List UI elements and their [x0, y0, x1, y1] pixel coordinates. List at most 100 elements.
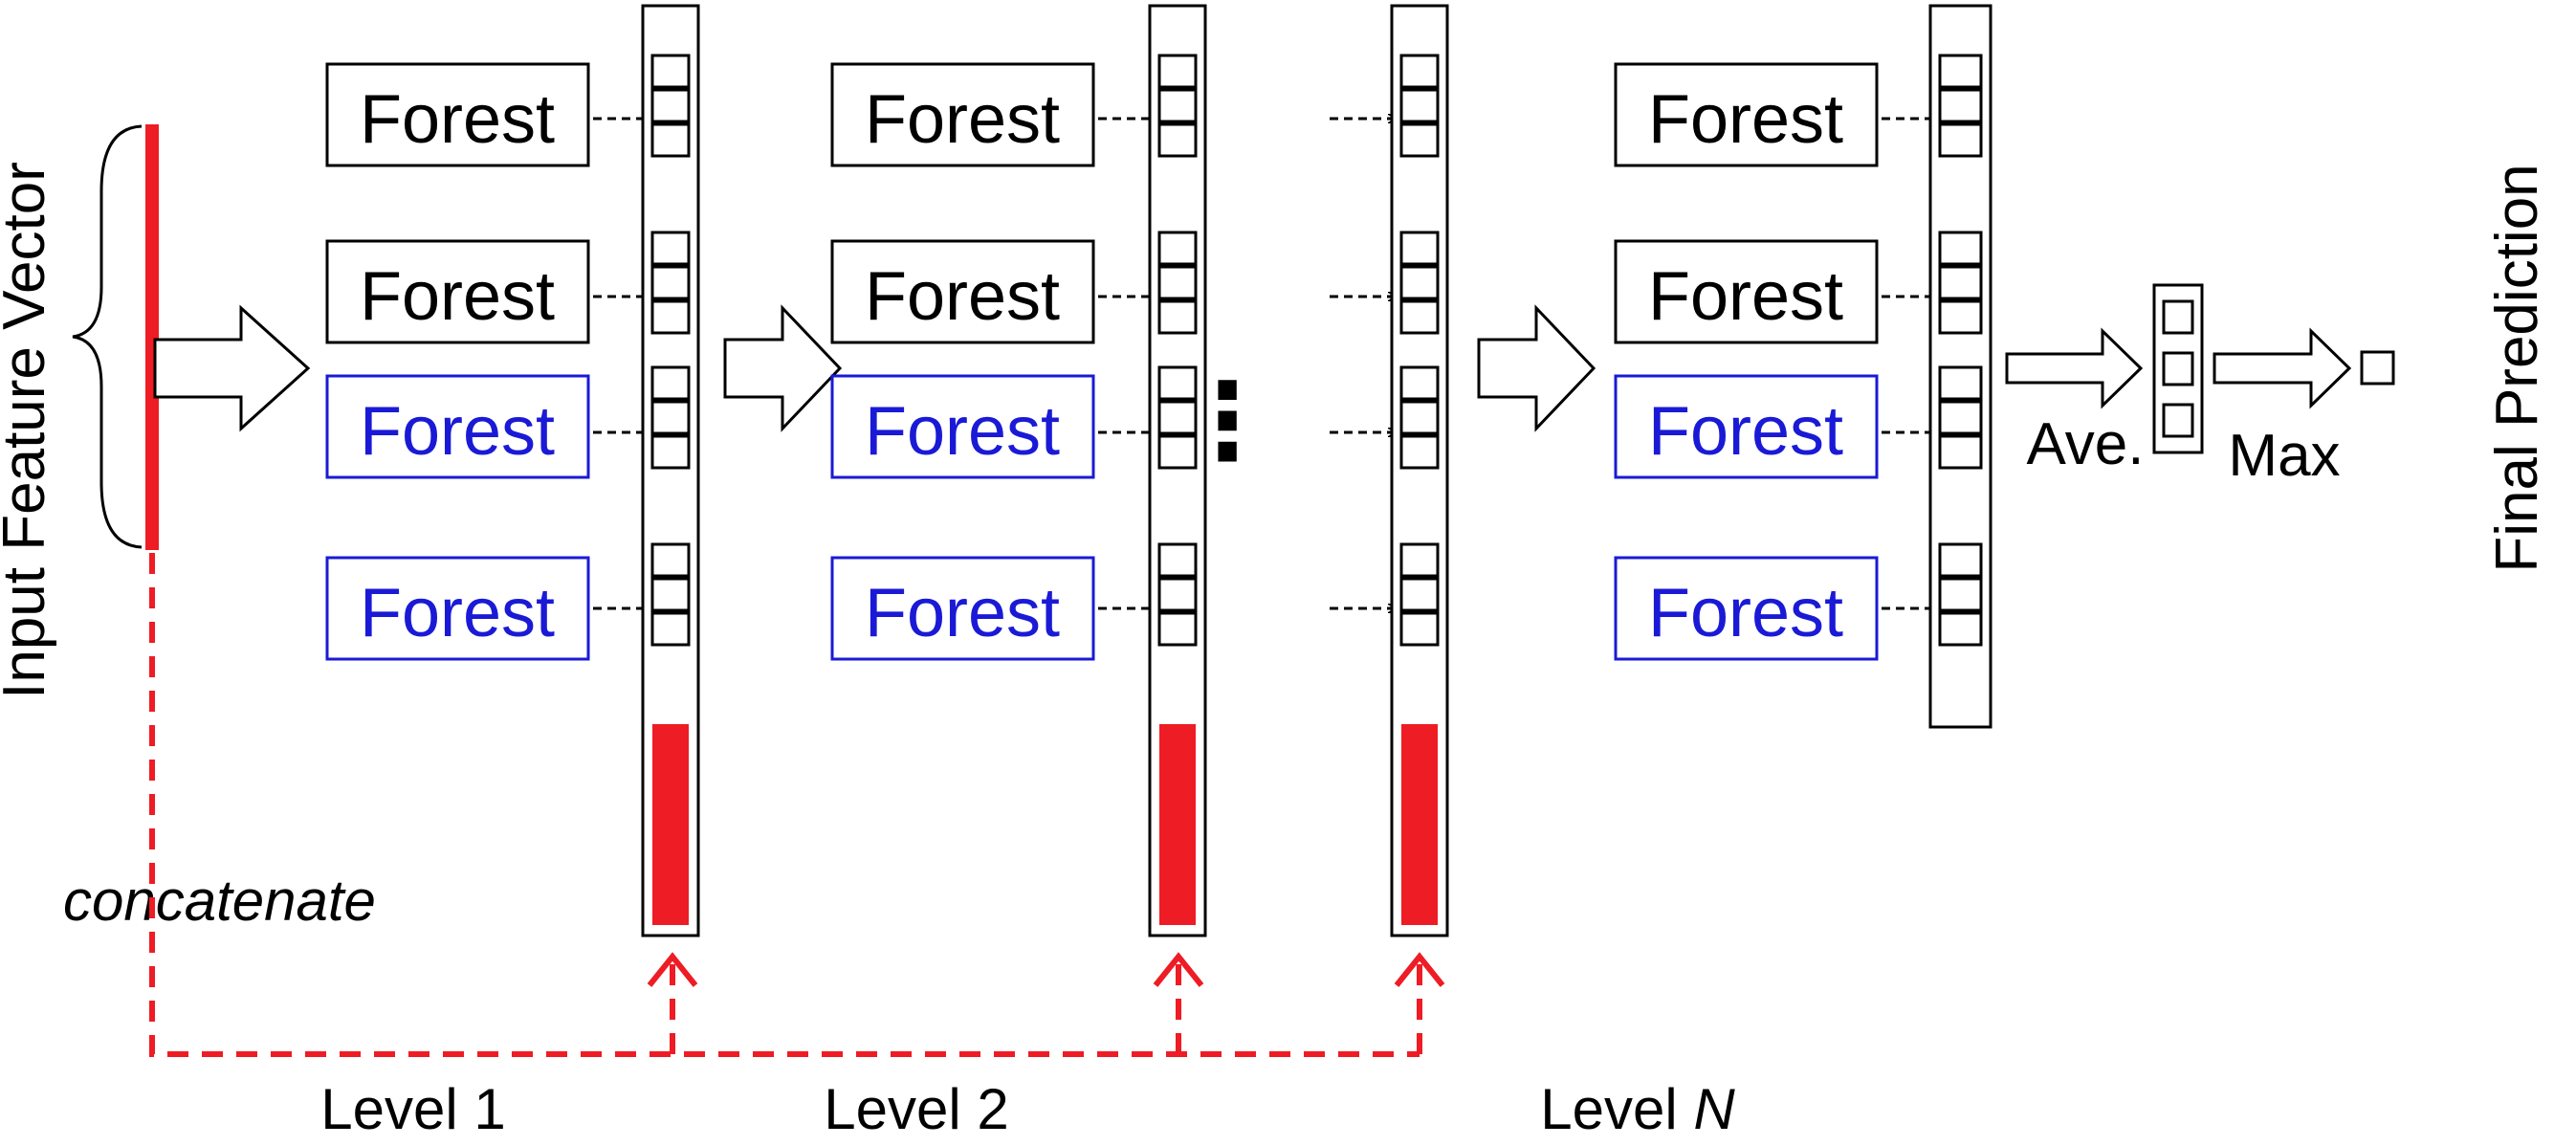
forest-box [1614, 374, 1879, 479]
concatenated-input-bar [652, 724, 689, 925]
class-cell [1399, 122, 1440, 158]
forest-label: Forest [1648, 81, 1843, 158]
level-2-label: Level 2 [824, 1077, 1008, 1141]
forest-box [1614, 239, 1879, 344]
class-cell [650, 88, 691, 123]
class-cell [650, 299, 691, 335]
class-cell [1399, 542, 1440, 578]
class-cell [1157, 265, 1198, 300]
concatenate-path [149, 553, 1420, 1057]
class-cell [2162, 351, 2194, 386]
class-cell [650, 231, 691, 266]
forest-label: Forest [865, 575, 1060, 651]
class-cell [650, 265, 691, 300]
level-n-number: N [1693, 1077, 1735, 1141]
class-cell [1157, 299, 1198, 335]
concatenate-label: concatenate [63, 869, 376, 933]
forest-label: Forest [865, 258, 1060, 335]
class-cell [1399, 54, 1440, 89]
class-cell [650, 434, 691, 470]
class-cell [650, 577, 691, 612]
forest-box [325, 556, 590, 661]
class-cell [1938, 577, 1983, 612]
final-prediction-label: Final Prediction [2484, 164, 2550, 572]
class-cell [1157, 400, 1198, 435]
class-cell [1157, 365, 1198, 401]
final-level-column [1928, 4, 1993, 729]
class-cell [650, 54, 691, 89]
forest-box [325, 62, 590, 167]
average-arrow [2005, 327, 2144, 409]
class-cell [1938, 611, 1983, 647]
forest-box [830, 62, 1095, 167]
class-cell [1157, 577, 1198, 612]
class-cell [1938, 542, 1983, 578]
class-cell [1399, 434, 1440, 470]
class-cell [1938, 299, 1983, 335]
level-2-number: 2 [977, 1077, 1008, 1141]
class-cell [650, 365, 691, 401]
class-cell [1399, 265, 1440, 300]
class-cell [1938, 122, 1983, 158]
red-arrowhead-n [1394, 952, 1445, 987]
class-cell [1157, 542, 1198, 578]
input-brace [72, 124, 143, 549]
red-arrowhead-2 [1153, 952, 1204, 987]
level-2-forests: Forest Forest Forest Forest [830, 62, 1095, 661]
stage-arrow-2 [723, 304, 843, 432]
class-cell [650, 400, 691, 435]
level-n-prefix: Level [1540, 1077, 1693, 1141]
forest-box [1614, 62, 1879, 167]
class-cell [1157, 88, 1198, 123]
average-label: Ave. [2027, 411, 2145, 477]
class-cell [1938, 88, 1983, 123]
class-cell [1938, 265, 1983, 300]
class-cell [1157, 434, 1198, 470]
forest-label: Forest [865, 393, 1060, 470]
forest-label: Forest [360, 393, 555, 470]
forest-box [830, 239, 1095, 344]
class-cell [650, 122, 691, 158]
forest-label: Forest [360, 258, 555, 335]
class-cell [1157, 611, 1198, 647]
forest-label: Forest [360, 575, 555, 651]
class-cell [1938, 400, 1983, 435]
level-2-prefix: Level [824, 1077, 977, 1141]
input-feature-vector-label: Input Feature Vector [0, 162, 57, 699]
concatenated-input-bar [1401, 724, 1438, 925]
class-cell [1157, 231, 1198, 266]
averaged-vector [2152, 283, 2204, 454]
level-1-forests: Forest Forest Forest Forest [325, 62, 590, 661]
stage-arrow-3 [1477, 304, 1596, 432]
forest-box [325, 239, 590, 344]
forest-box [830, 374, 1095, 479]
input-vector-bar [145, 124, 159, 550]
forest-box [830, 556, 1095, 661]
level-1-number: 1 [473, 1077, 505, 1141]
class-cell [1399, 88, 1440, 123]
class-cell [2162, 403, 2194, 438]
class-cell [2162, 299, 2194, 335]
forest-label: Forest [1648, 575, 1843, 651]
forest-box [1614, 556, 1879, 661]
red-arrowhead-1 [647, 952, 698, 987]
class-cell [1157, 54, 1198, 89]
concatenated-input-bar [1159, 724, 1196, 925]
forest-label: Forest [865, 81, 1060, 158]
class-cell [1938, 365, 1983, 401]
forest-label: Forest [360, 81, 555, 158]
level-n-label: Level N [1540, 1077, 1735, 1141]
level-n-forests: Forest Forest Forest Forest [1614, 62, 1879, 661]
class-cell [1399, 299, 1440, 335]
class-cell [1399, 365, 1440, 401]
class-cell [1399, 231, 1440, 266]
stage-arrow-1 [153, 304, 311, 432]
max-label: Max [2228, 423, 2340, 489]
forest-label: Forest [1648, 393, 1843, 470]
level-1-prefix: Level [320, 1077, 473, 1141]
feature-columns [641, 4, 1449, 937]
class-cell [1938, 434, 1983, 470]
class-cell [1938, 54, 1983, 89]
final-prediction-cell [2360, 350, 2395, 386]
